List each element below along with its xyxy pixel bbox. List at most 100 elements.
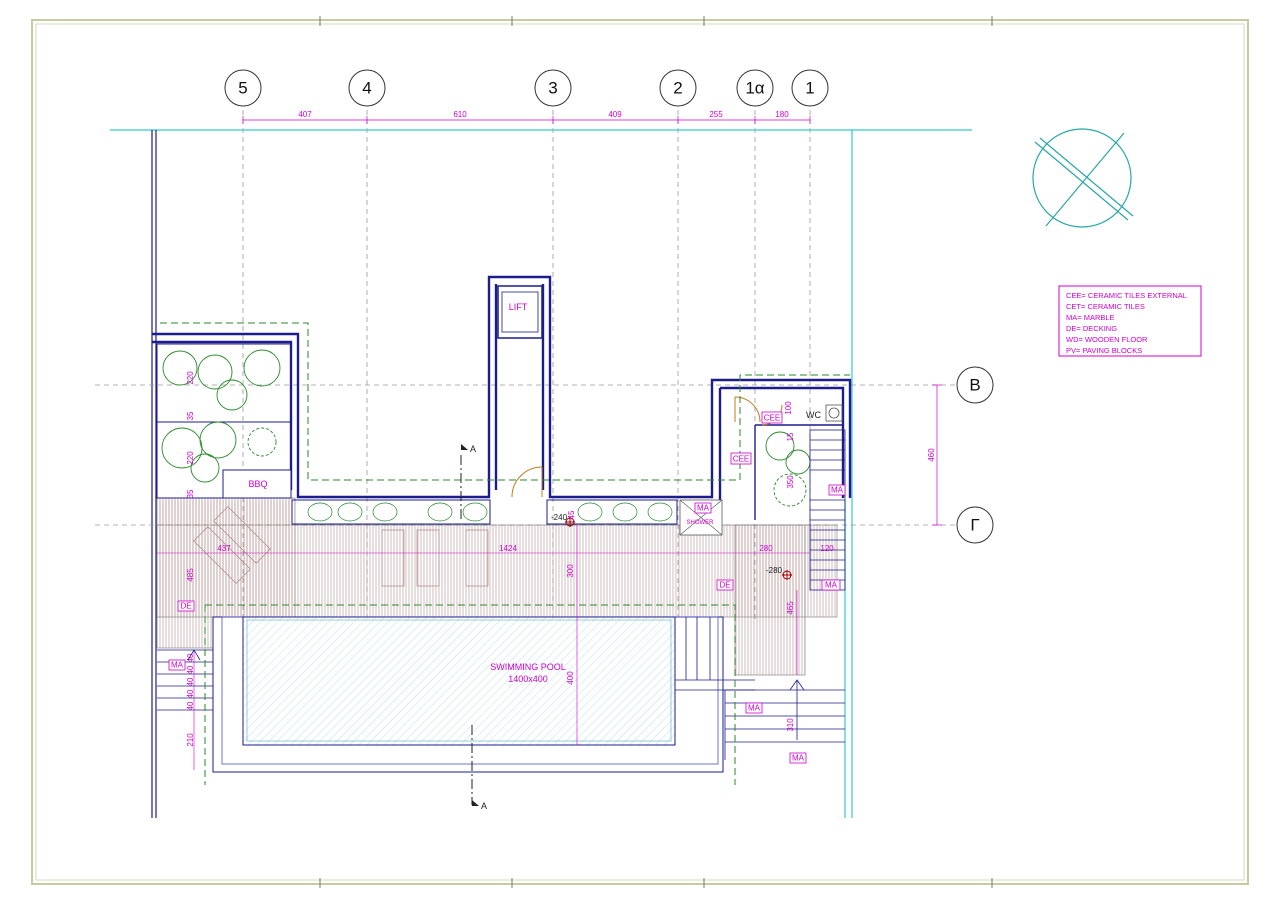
dim-437: 437 [217, 544, 231, 553]
dim-460: 460 [927, 448, 936, 462]
svg-text:MA: MA [831, 486, 844, 495]
svg-text:MA: MA [792, 754, 805, 763]
section-line-a: A A [460, 444, 487, 811]
tag-cee-lobby: CEE [730, 452, 752, 465]
tag-ma-shower: MA [694, 502, 712, 514]
dim-407: 407 [298, 110, 312, 119]
svg-text:MA: MA [748, 704, 761, 713]
grid-bubble-2: 2 [659, 69, 697, 107]
legend-item-ma: MA= MARBLE [1066, 313, 1115, 322]
dim-120: 120 [820, 544, 834, 553]
grid-bubble-row-b: B [956, 366, 994, 404]
grid-label-g: Γ [970, 516, 979, 535]
lobby-door [511, 466, 543, 498]
svg-text:DE: DE [719, 581, 730, 590]
dim-40-a: 40 [186, 653, 195, 662]
level-minus-240: -240 [551, 513, 568, 522]
svg-text:CEE: CEE [764, 414, 780, 423]
dim-35-upper: 35 [186, 411, 195, 420]
dim-280: 280 [759, 544, 773, 553]
legend-item-de: DE= DECKING [1066, 324, 1117, 333]
internal-dimensions: 437 1424 280 120 300 400 465 485 310 210… [157, 371, 834, 770]
sun-loungers [193, 506, 489, 587]
dim-409: 409 [608, 110, 622, 119]
bbq-label: BBQ [248, 479, 267, 489]
tag-ma-left: MA [168, 659, 186, 671]
dim-220-lower: 220 [186, 451, 195, 465]
building-walls [152, 275, 852, 520]
tag-ma-bottom-2: MA [789, 752, 807, 764]
grid-label-2: 2 [673, 79, 682, 98]
grid-bubble-row-g: Γ [956, 506, 994, 544]
top-dimension-chain: 407 610 409 255 180 [242, 110, 811, 124]
level-minus-280: -280 [766, 566, 783, 575]
dim-220-upper: 220 [186, 371, 195, 385]
dim-210: 210 [186, 733, 195, 747]
grid-label-1: 1 [805, 79, 814, 98]
grid-label-1a: 1α [745, 79, 764, 98]
dim-485: 485 [186, 568, 195, 582]
finish-tags: CEE CEE MA MA MA DE DE MA MA MA [168, 411, 846, 764]
legend-item-cet: CET= CERAMIC TILES [1066, 302, 1145, 311]
materials-legend: CEE= CERAMIC TILES EXTERNAL CET= CERAMIC… [1058, 285, 1202, 357]
dim-255: 255 [709, 110, 723, 119]
dim-40-d: 40 [186, 689, 195, 698]
grid-row-bubbles: B Γ [956, 366, 994, 544]
tag-de-right: DE [716, 579, 734, 591]
dim-350: 350 [786, 475, 795, 489]
legend-item-cee: CEE= CERAMIC TILES EXTERNAL [1066, 291, 1187, 300]
tag-de-left: DE [177, 600, 195, 612]
wc-label: WC [806, 410, 821, 420]
pool-name: SWIMMING POOL [490, 662, 566, 672]
dim-610: 610 [453, 110, 467, 119]
dim-180: 180 [775, 110, 789, 119]
section-marker-top: A [470, 444, 476, 454]
planters [156, 343, 678, 525]
dim-1424: 1424 [499, 544, 517, 553]
svg-text:DE: DE [180, 602, 191, 611]
stairs [157, 429, 846, 760]
dim-35-lower: 35 [186, 489, 195, 498]
grid-bubble-1: 1 [791, 69, 829, 107]
tag-ma-stair: MA [828, 484, 846, 496]
shower-label: SHOWER [687, 520, 715, 526]
tag-cee-wc: CEE [761, 411, 783, 424]
section-marker-bottom: A [481, 801, 487, 811]
grid-column-bubbles: 5 4 3 2 1α 1 [224, 69, 829, 107]
bbq: BBQ [222, 469, 292, 499]
site-walls [151, 130, 157, 818]
dim-300: 300 [566, 564, 575, 578]
trees [161, 349, 811, 522]
legend-item-pv: PV= PAVING BLOCKS [1066, 346, 1142, 355]
grid-bubble-3: 3 [534, 69, 572, 107]
landscape-paths [160, 322, 850, 785]
dim-100: 100 [784, 401, 793, 415]
svg-text:MA: MA [825, 581, 838, 590]
dim-45: 45 [567, 510, 576, 519]
tag-ma-stair-low: MA [821, 579, 841, 591]
lift-shaft: LIFT [497, 285, 543, 339]
swimming-pool: SWIMMING POOL 1400x400 [212, 616, 755, 773]
tag-ma-bottom: MA [745, 702, 763, 714]
level-markers: -240 -280 [551, 513, 792, 580]
legend-item-wd: WD= WOODEN FLOOR [1066, 335, 1148, 344]
dim-465: 465 [786, 601, 795, 615]
lift-label: LIFT [509, 302, 528, 312]
right-dimension: 460 [927, 384, 942, 526]
grid-bubble-1a: 1α [736, 69, 774, 107]
north-arrow-icon [1032, 128, 1134, 228]
svg-text:MA: MA [171, 661, 184, 670]
sheet-border [31, 16, 1249, 888]
grid-label-4: 4 [362, 79, 371, 98]
dim-400: 400 [566, 671, 575, 685]
grid-bubble-4: 4 [348, 69, 386, 107]
dim-40-b: 40 [186, 665, 195, 674]
stair-arrows [187, 649, 805, 691]
grid-label-5: 5 [238, 79, 247, 98]
dim-310: 310 [786, 718, 795, 732]
grid-bubble-5: 5 [224, 69, 262, 107]
pool-size: 1400x400 [508, 674, 548, 684]
svg-text:CEE: CEE [733, 455, 749, 464]
grid-label-3: 3 [548, 79, 557, 98]
